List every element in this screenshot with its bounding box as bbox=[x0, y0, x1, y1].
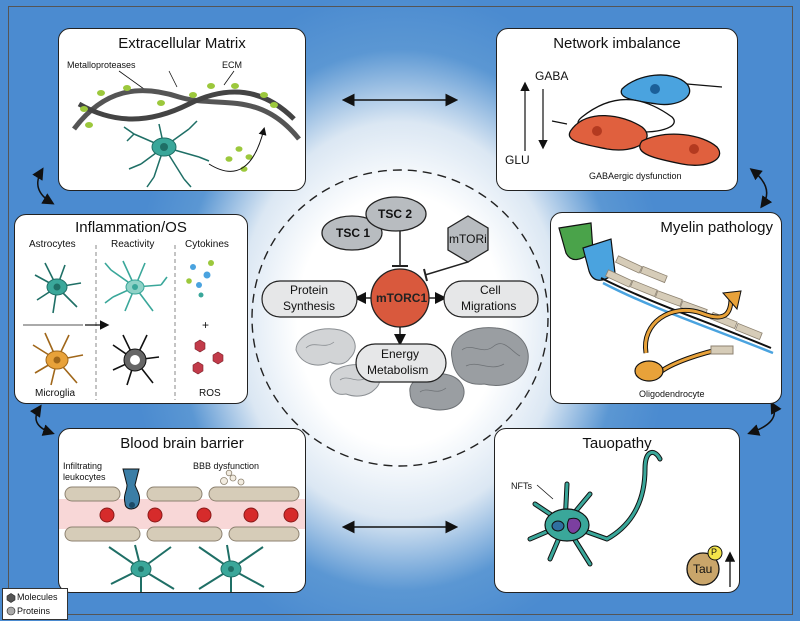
panel-myelin-pathology: Myelin pathology Oligodendrocyte bbox=[550, 212, 782, 404]
panel-title: Blood brain barrier bbox=[120, 435, 244, 452]
panel-blood-brain-barrier: Blood brain barrier Infiltrating leukocy… bbox=[58, 428, 306, 593]
outer-frame bbox=[8, 6, 793, 615]
legend-molecules: Molecules bbox=[17, 592, 58, 602]
legend: Molecules Proteins bbox=[2, 588, 68, 620]
label-gaba: GABA bbox=[535, 69, 569, 83]
node-cell-migrations bbox=[443, 280, 539, 318]
ecm-illustration bbox=[72, 70, 301, 188]
arrow-left-lower bbox=[30, 404, 55, 436]
network-caption: GABAergic dysfunction bbox=[589, 171, 682, 181]
panel-title: Myelin pathology bbox=[660, 219, 773, 236]
cell-migrations-label-1: Cell bbox=[480, 283, 501, 297]
ecm-astrocyte bbox=[123, 120, 210, 188]
node-energy-metabolism bbox=[355, 343, 447, 383]
label-reactivity: Reactivity bbox=[111, 239, 155, 250]
node-mtorc1 bbox=[370, 268, 430, 328]
cell-migrations-label-2: Migrations bbox=[461, 299, 517, 313]
node-mtori bbox=[447, 215, 489, 263]
node-tsc2 bbox=[365, 196, 427, 232]
panel-network-imbalance: Network imbalance GABA GLU GABAergic dys… bbox=[496, 28, 738, 191]
label-nfts: NFTs bbox=[511, 481, 532, 491]
myelin-caption: Oligodendrocyte bbox=[639, 389, 705, 399]
protein-synthesis-label-1: Protein bbox=[290, 283, 329, 297]
panel-title: Network imbalance bbox=[553, 35, 681, 52]
protein-synthesis-label-2: Synthesis bbox=[283, 299, 336, 313]
legend-swatches bbox=[6, 593, 16, 616]
panel-title: Tauopathy bbox=[582, 435, 652, 452]
energy-label-2: Metabolism bbox=[367, 363, 429, 377]
tsc1-label: TSC 1 bbox=[336, 226, 371, 240]
label-leukocytes: leukocytes bbox=[63, 472, 106, 482]
arrow-right-lower bbox=[747, 401, 782, 436]
panel-title: Extracellular Matrix bbox=[118, 35, 246, 52]
label-metalloproteases: Metalloproteases bbox=[67, 60, 136, 70]
arrow-left-upper bbox=[32, 167, 55, 205]
label-bbb-dysfunction: BBB dysfunction bbox=[193, 461, 260, 471]
arrow-right-upper bbox=[749, 168, 773, 209]
label-cytokines: Cytokines bbox=[185, 239, 229, 250]
myelin-illustration bbox=[558, 222, 774, 382]
bbb-illustration bbox=[59, 468, 305, 592]
plus-sign: + bbox=[202, 318, 210, 332]
panel-extracellular-matrix: Extracellular Matrix Metalloproteases EC… bbox=[58, 28, 306, 191]
label-microglia: Microglia bbox=[35, 388, 76, 399]
label-glu: GLU bbox=[505, 153, 530, 167]
mtorc1-label: mTORC1 bbox=[376, 291, 428, 305]
label-tau: Tau bbox=[693, 562, 713, 576]
panel-tauopathy: Tauopathy NFTs Tau P bbox=[494, 428, 740, 593]
legend-protein-circle bbox=[6, 606, 16, 616]
label-ros: ROS bbox=[199, 388, 221, 399]
node-tsc1 bbox=[321, 215, 383, 251]
legend-proteins: Proteins bbox=[17, 606, 51, 616]
legend-molecule-hex bbox=[6, 593, 16, 603]
inflammation-illustration bbox=[23, 245, 224, 400]
panel-inflammation-os: Inflammation/OS Astrocytes Reactivity Cy… bbox=[14, 214, 248, 404]
tsc2-label: TSC 2 bbox=[378, 207, 413, 221]
network-illustration bbox=[520, 74, 723, 166]
tauopathy-illustration bbox=[527, 450, 736, 587]
label-phospho: P bbox=[711, 547, 718, 557]
label-ecm: ECM bbox=[222, 60, 242, 70]
label-astrocytes: Astrocytes bbox=[29, 239, 76, 250]
node-protein-synthesis bbox=[261, 280, 358, 318]
mtori-label: mTORi bbox=[449, 232, 487, 246]
label-infiltrating: Infiltrating bbox=[63, 461, 103, 471]
panel-title: Inflammation/OS bbox=[75, 219, 187, 236]
energy-label-1: Energy bbox=[381, 347, 420, 361]
